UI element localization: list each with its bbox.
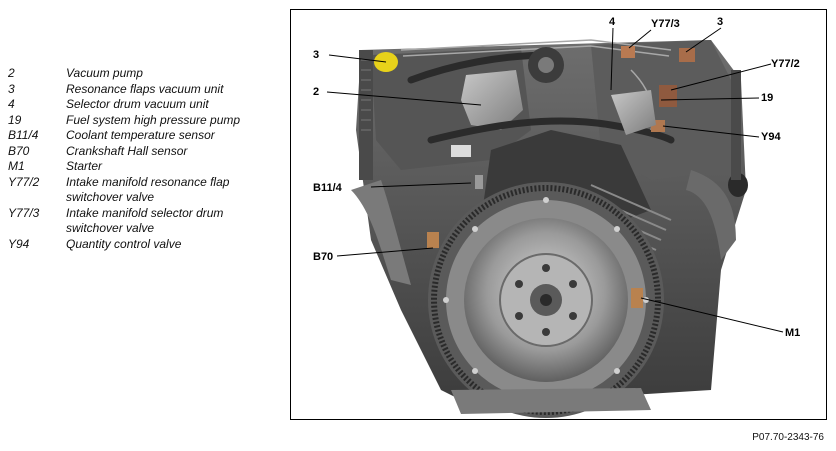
legend-description: Intake manifold selector drum switchover… <box>66 205 224 236</box>
callout-label: 3 <box>313 49 319 61</box>
callout-label: B70 <box>313 251 333 263</box>
legend-description: Selector drum vacuum unit <box>66 97 209 111</box>
callout-label: B11/4 <box>313 182 343 194</box>
legend-description: Coolant temperature sensor <box>66 128 215 142</box>
coolant-sensor-shape <box>451 145 471 157</box>
callout-lines <box>326 27 784 333</box>
legend-code: Y77/3 <box>8 205 40 220</box>
callout-label: 3 <box>717 16 723 28</box>
legend: 2 Vacuum pump 3 Resonance flaps vacuum u… <box>8 66 276 252</box>
resonance-unit-shape <box>679 48 695 62</box>
legend-item: 4 Selector drum vacuum unit <box>8 97 276 113</box>
high-pressure-pump-shape <box>611 90 656 135</box>
legend-description: Quantity control valve <box>66 236 182 251</box>
callout-label: 4 <box>609 16 616 28</box>
legend-item: Y77/2 Intake manifold resonance flap swi… <box>8 175 276 206</box>
legend-description: Intake manifold resonance flap switchove… <box>66 174 230 205</box>
callout-label: M1 <box>785 327 800 339</box>
legend-code: B11/4 <box>8 128 39 142</box>
legend-item: 2 Vacuum pump <box>8 66 276 82</box>
legend-code: 19 <box>8 112 22 127</box>
callout-label: Y77/2 <box>771 58 800 70</box>
legend-code: M1 <box>8 159 25 173</box>
vacuum-pump-shape <box>461 70 523 130</box>
legend-item: M1 Starter <box>8 159 276 175</box>
starter-shape <box>631 288 643 308</box>
engine-figure: 3 4 Y77/3 3 Y77/2 2 19 Y94 B11/4 B70 M1 <box>290 9 827 420</box>
callout-label: Y94 <box>761 131 781 143</box>
legend-item: Y77/3 Intake manifold selector drum swit… <box>8 206 276 237</box>
legend-item: 19 Fuel system high pressure pump <box>8 113 276 129</box>
figure-reference: P07.70-2343-76 <box>752 432 824 443</box>
legend-code: 3 <box>8 81 15 96</box>
legend-description: Vacuum pump <box>66 66 143 80</box>
legend-description: Starter <box>66 159 103 173</box>
legend-item: B70 Crankshaft Hall sensor <box>8 144 276 160</box>
crankshaft-sensor-shape <box>427 232 439 248</box>
legend-item: Y94 Quantity control valve <box>8 237 276 253</box>
callout-label: 2 <box>313 86 319 98</box>
legend-item: 3 Resonance flaps vacuum unit <box>8 82 276 98</box>
legend-code: Y94 <box>8 236 30 251</box>
legend-code: Y77/2 <box>8 174 40 189</box>
engine-illustration: 3 4 Y77/3 3 Y77/2 2 19 Y94 B11/4 B70 M1 <box>313 16 800 418</box>
legend-code: 4 <box>8 97 15 111</box>
valve-y77-3-shape <box>621 46 635 58</box>
legend-description: Resonance flaps vacuum unit <box>66 81 224 96</box>
callout-label: Y77/3 <box>651 18 680 30</box>
flywheel <box>428 182 664 418</box>
legend-description: Crankshaft Hall sensor <box>66 143 188 158</box>
legend-code: 2 <box>8 66 15 80</box>
legend-description: Fuel system high pressure pump <box>66 112 241 127</box>
valve-19-shape <box>659 85 677 107</box>
legend-code: B70 <box>8 143 30 158</box>
callout-label: 19 <box>761 92 773 104</box>
legend-item: B11/4 Coolant temperature sensor <box>8 128 276 144</box>
